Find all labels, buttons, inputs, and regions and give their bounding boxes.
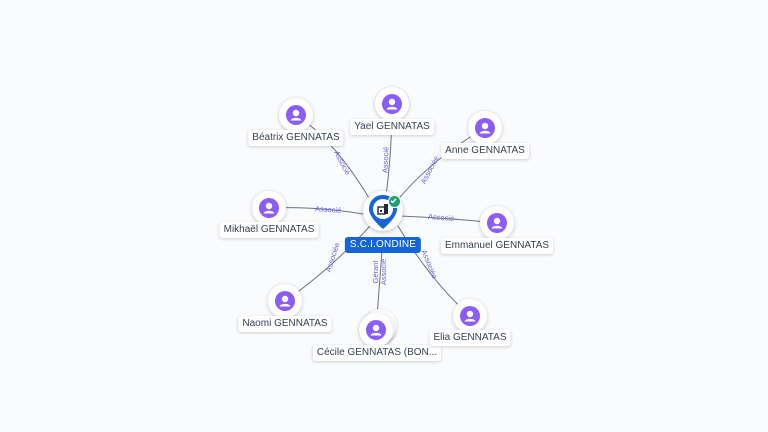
- person-name-cecile[interactable]: Cécile GENNATAS (BON...: [312, 345, 442, 361]
- edge-label-cecile-2: Associé: [379, 259, 388, 285]
- person-name-elia[interactable]: Elia GENNATAS: [429, 330, 511, 346]
- person-icon: [366, 320, 386, 340]
- person-icon: [286, 105, 306, 125]
- check-badge-icon: [388, 195, 401, 208]
- edge-label-beatrix: Associé: [332, 149, 352, 176]
- person-icon: [460, 306, 480, 326]
- person-name-anne[interactable]: Anne GENNATAS: [441, 143, 529, 159]
- edge-label-yael: Associé: [381, 147, 391, 174]
- person-icon: [487, 213, 507, 233]
- edge-label-cecile: Gérant: [371, 260, 380, 284]
- company-name[interactable]: S.C.I.ONDINE: [344, 237, 422, 253]
- person-name-mikhael[interactable]: Mikhaël GENNATAS: [219, 222, 319, 238]
- building-icon: [377, 204, 388, 215]
- edge-label-mikhael: Associé: [315, 204, 342, 215]
- person-name-beatrix[interactable]: Béatrix GENNATAS: [248, 130, 344, 146]
- person-name-naomi[interactable]: Naomi GENNATAS: [238, 316, 332, 332]
- person-icon: [475, 118, 495, 138]
- person-name-yael[interactable]: Yael GENNATAS: [350, 119, 434, 135]
- edge-label-elia: Associée: [419, 248, 439, 280]
- person-icon: [259, 198, 279, 218]
- edge-label-emmanuel: Associé: [428, 212, 455, 223]
- person-icon: [382, 94, 402, 114]
- person-name-emmanuel[interactable]: Emmanuel GENNATAS: [440, 238, 554, 254]
- person-icon: [275, 291, 295, 311]
- edge-label-anne: Associée: [419, 154, 441, 185]
